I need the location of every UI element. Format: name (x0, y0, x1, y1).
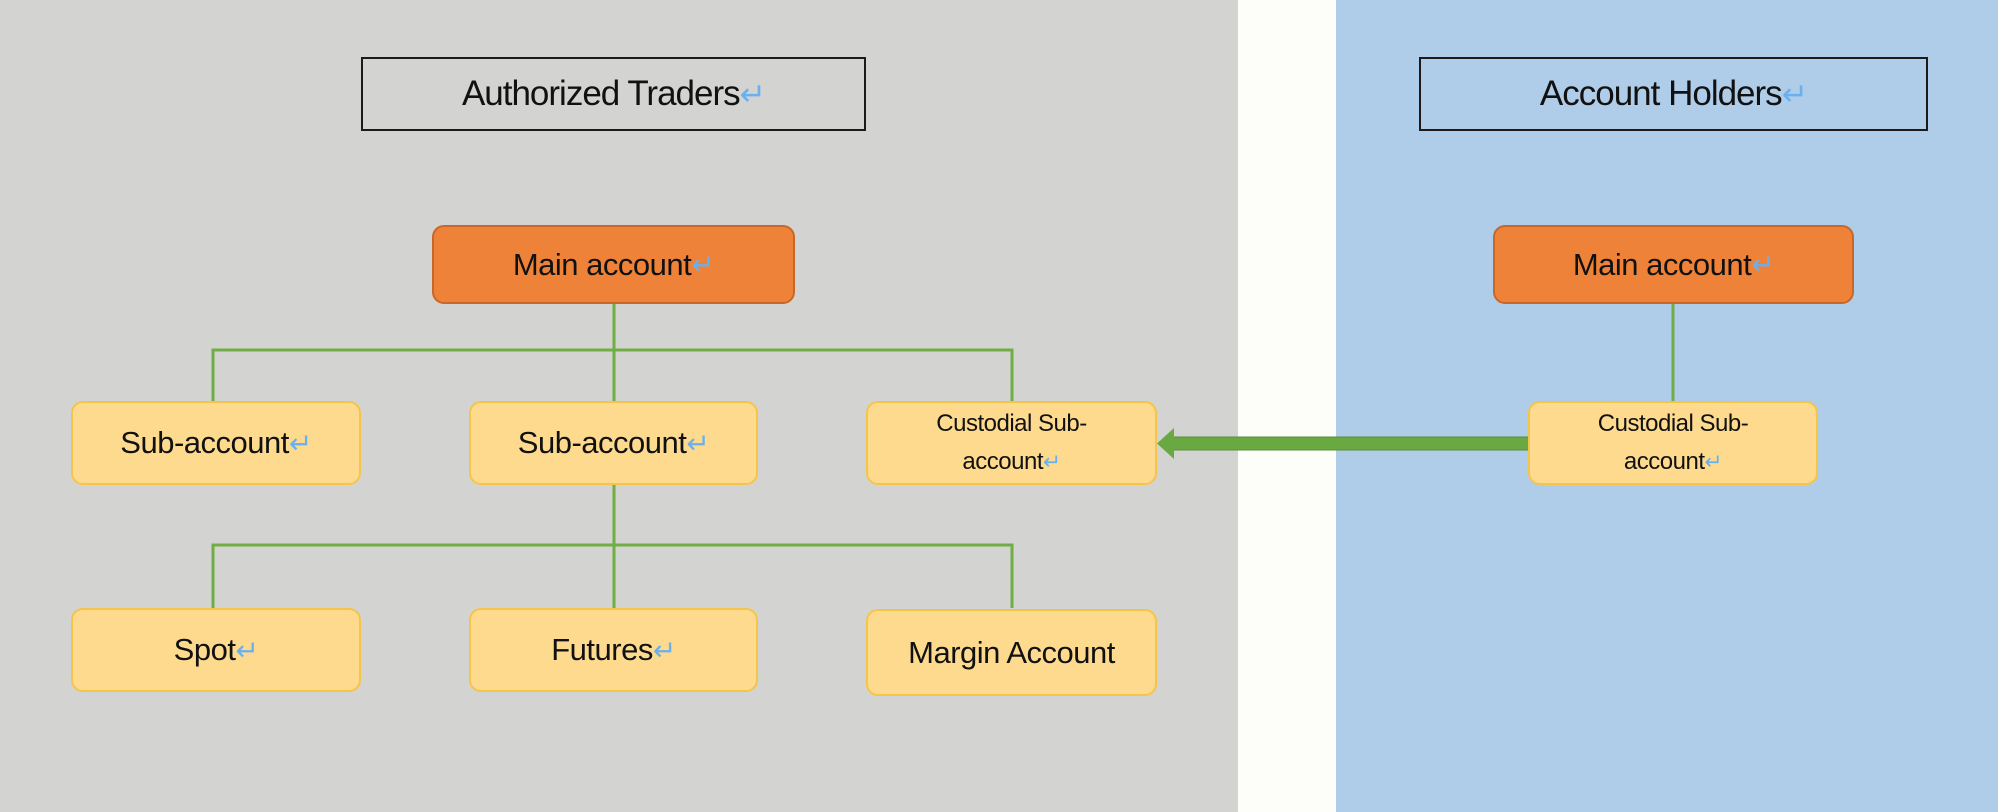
authorized-traders-title: Authorized Traders↵ (361, 57, 866, 131)
node-label: Spot (173, 632, 236, 667)
connector-line (211, 348, 1014, 401)
left-custodial-sub-account: Custodial Sub-account↵ (866, 401, 1157, 485)
node-label: Futures (551, 632, 653, 667)
paragraph-mark-icon: ↵ (739, 75, 766, 112)
paragraph-mark-icon: ↵ (652, 634, 676, 666)
title-text: Account Holders (1539, 74, 1783, 113)
node-label: Margin Account (908, 634, 1115, 670)
node-label: Main account (512, 246, 692, 282)
node-label: Main account (1572, 246, 1752, 282)
node-label: Custodial Sub-account (1597, 410, 1749, 475)
paragraph-mark-icon: ↵ (1704, 449, 1723, 474)
paragraph-mark-icon: ↵ (686, 427, 710, 459)
connector-line (211, 543, 1014, 608)
paragraph-mark-icon: ↵ (235, 634, 259, 666)
paragraph-mark-icon: ↵ (1042, 449, 1061, 474)
paragraph-mark-icon: ↵ (1781, 75, 1808, 112)
sub-account-1: Sub-account↵ (71, 401, 361, 485)
account-holders-title: Account Holders↵ (1419, 57, 1928, 131)
paragraph-mark-icon: ↵ (1751, 249, 1775, 280)
node-label: Sub-account (120, 425, 289, 460)
paragraph-mark-icon: ↵ (691, 249, 715, 280)
sub-account-2: Sub-account↵ (469, 401, 758, 485)
title-text: Authorized Traders (461, 74, 741, 113)
left-main-account: Main account↵ (432, 225, 795, 304)
margin-account: Margin Account (866, 609, 1157, 696)
right-custodial-sub-account: Custodial Sub-account↵ (1528, 401, 1818, 485)
right-main-account: Main account↵ (1493, 225, 1854, 304)
node-label: Sub-account (517, 425, 687, 460)
transfer-arrow-shaft (1171, 436, 1531, 451)
spot-account: Spot↵ (71, 608, 361, 692)
paragraph-mark-icon: ↵ (288, 427, 312, 459)
node-label: Custodial Sub-account (936, 410, 1087, 475)
transfer-arrow-head (1157, 428, 1174, 459)
futures-account: Futures↵ (469, 608, 758, 692)
